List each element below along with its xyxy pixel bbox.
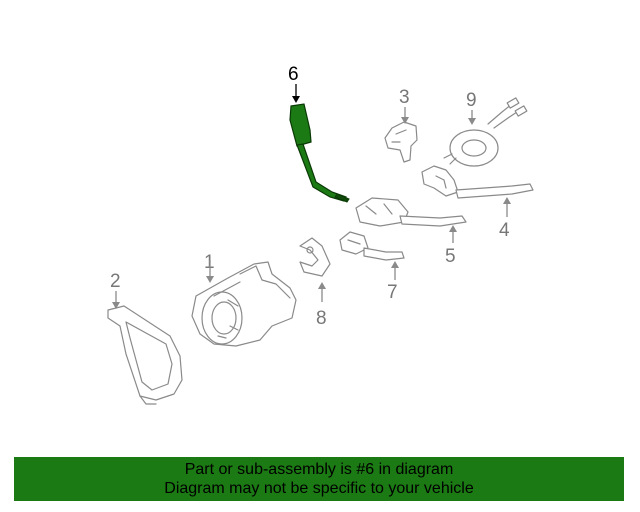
part-4-wiper-switch <box>421 165 534 199</box>
callout-4: 4 <box>499 220 510 241</box>
part-2-lower-shroud <box>107 305 183 405</box>
part-3-switch <box>384 121 418 163</box>
part-6-lever[interactable] <box>289 103 350 203</box>
callout-7: 7 <box>387 282 398 303</box>
callout-9: 9 <box>466 90 477 111</box>
callout-2: 2 <box>110 271 121 292</box>
callout-3: 3 <box>399 87 410 108</box>
info-banner: Part or sub-assembly is #6 in diagram Di… <box>14 457 624 501</box>
part-8-bracket <box>299 237 331 277</box>
part-5-signal-switch <box>355 197 467 227</box>
banner-line-1: Part or sub-assembly is #6 in diagram <box>184 461 454 478</box>
part-9-clockspring <box>443 97 528 167</box>
callout-5: 5 <box>445 246 456 267</box>
callout-8: 8 <box>316 308 327 329</box>
callout-6: 6 <box>288 64 299 85</box>
part-7-cruise-switch <box>339 231 405 261</box>
callout-1: 1 <box>204 252 215 273</box>
parts-diagram: 6 3 9 4 5 7 <box>107 64 534 405</box>
part-1-column-housing <box>191 261 297 347</box>
banner-line-2: Diagram may not be specific to your vehi… <box>164 480 474 497</box>
